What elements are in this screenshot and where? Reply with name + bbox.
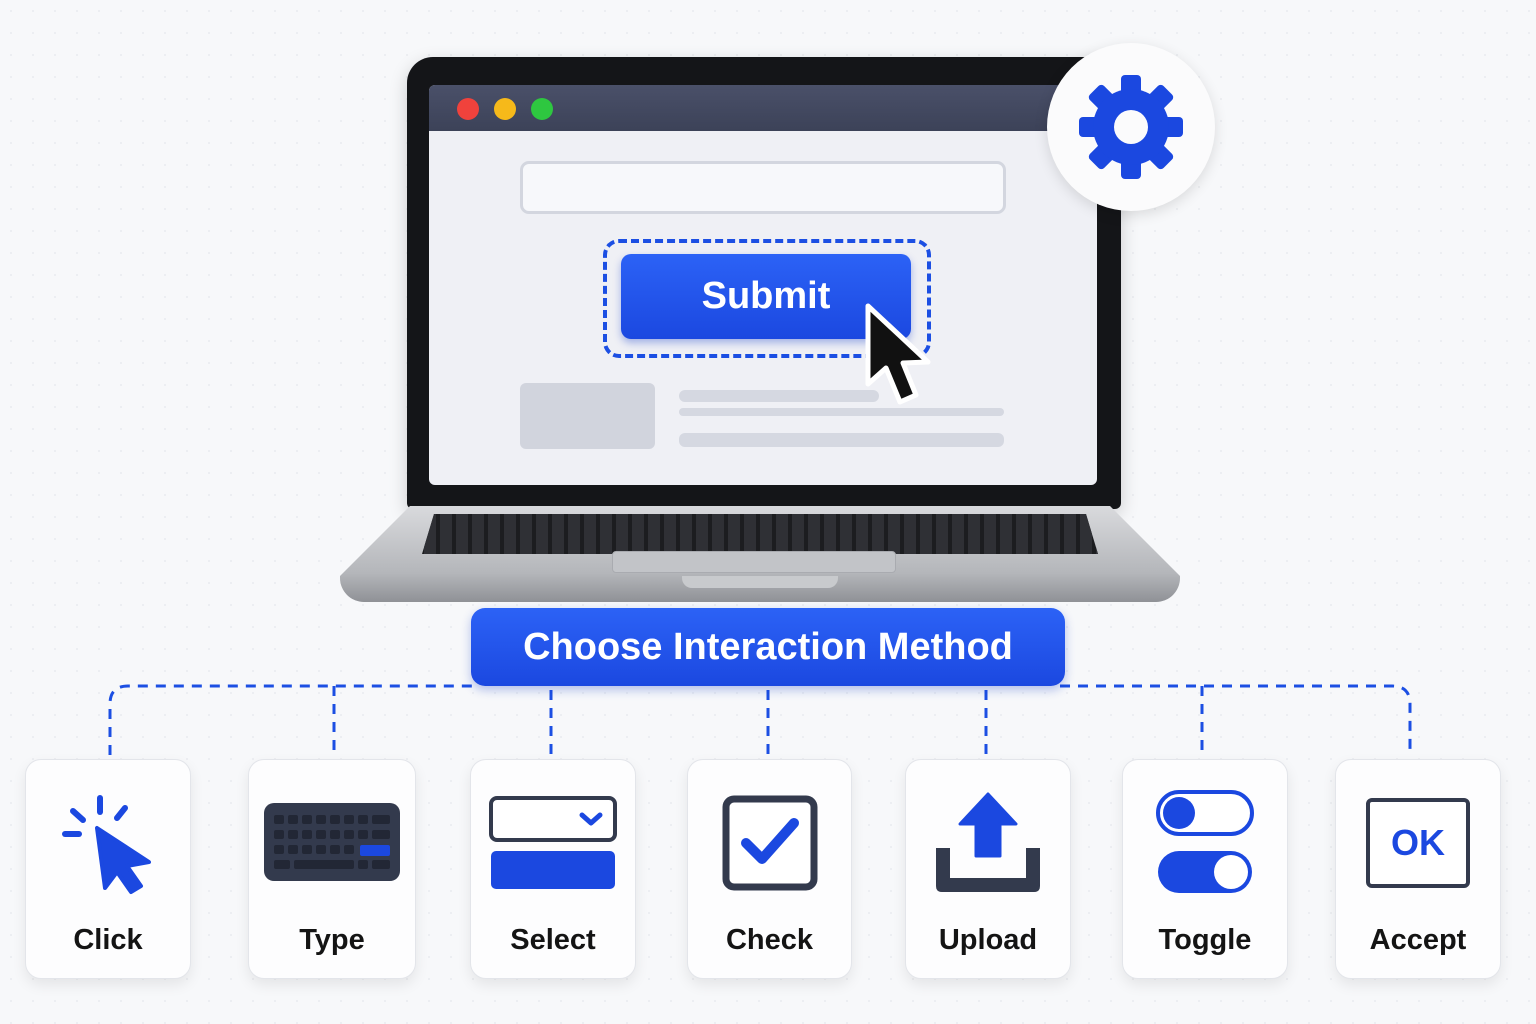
method-label: Type bbox=[299, 924, 365, 956]
gear-icon bbox=[1079, 75, 1183, 179]
method-label: Check bbox=[725, 924, 814, 956]
browser-title-bar bbox=[429, 85, 1097, 131]
method-label: Select bbox=[510, 924, 596, 956]
text-placeholder-line bbox=[679, 408, 1004, 416]
method-card-upload[interactable]: Upload bbox=[905, 759, 1071, 979]
laptop-keyboard bbox=[422, 514, 1098, 554]
ok-button-icon: OK bbox=[1366, 798, 1470, 888]
upload-icon bbox=[936, 792, 1040, 892]
dropdown-select-icon bbox=[489, 796, 617, 889]
text-placeholder-line bbox=[679, 390, 879, 402]
method-label: Upload bbox=[938, 924, 1038, 956]
keyboard-icon bbox=[264, 803, 400, 881]
toggle-switch-icon bbox=[1156, 790, 1254, 893]
method-label: Click bbox=[73, 924, 143, 956]
method-card-select[interactable]: Select bbox=[470, 759, 636, 979]
laptop-screen-frame: Submit bbox=[407, 57, 1121, 509]
mouse-pointer-icon bbox=[865, 303, 931, 405]
maximize-window-dot[interactable] bbox=[531, 98, 553, 120]
method-card-check[interactable]: Check bbox=[687, 759, 852, 979]
method-card-type[interactable]: Type bbox=[248, 759, 416, 979]
method-label: Toggle bbox=[1158, 924, 1252, 956]
checkbox-icon bbox=[722, 795, 817, 891]
laptop-trackpad bbox=[612, 551, 896, 573]
method-card-click[interactable]: Click bbox=[25, 759, 191, 979]
image-placeholder bbox=[520, 383, 655, 449]
text-placeholder-line bbox=[679, 433, 1004, 447]
ok-icon-text: OK bbox=[1391, 822, 1445, 863]
method-card-toggle[interactable]: Toggle bbox=[1122, 759, 1288, 979]
laptop-base bbox=[340, 506, 1180, 604]
submit-button[interactable]: Submit bbox=[621, 254, 911, 339]
method-card-accept[interactable]: OK Accept bbox=[1335, 759, 1501, 979]
laptop-notch bbox=[682, 576, 838, 588]
method-label: Accept bbox=[1369, 924, 1467, 956]
settings-button[interactable] bbox=[1047, 43, 1215, 211]
click-cursor-icon bbox=[62, 795, 151, 894]
minimize-window-dot[interactable] bbox=[494, 98, 516, 120]
diagram-title: Choose Interaction Method bbox=[471, 608, 1065, 686]
close-window-dot[interactable] bbox=[457, 98, 479, 120]
text-input-field[interactable] bbox=[520, 161, 1006, 214]
target-highlight bbox=[603, 239, 931, 358]
browser-window: Submit bbox=[429, 85, 1097, 485]
